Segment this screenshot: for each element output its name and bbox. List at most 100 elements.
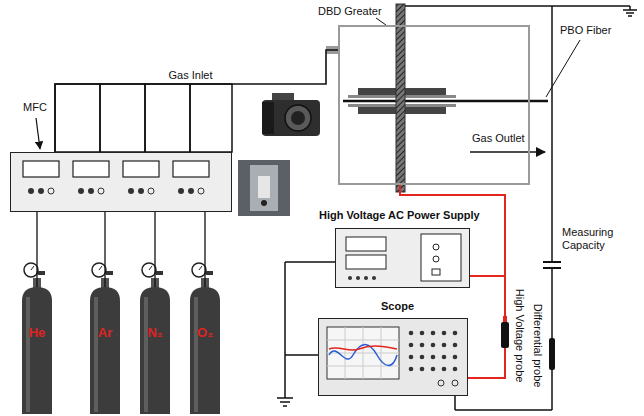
pressure-gauge	[24, 263, 38, 277]
control-knob	[28, 188, 34, 194]
ground-symbol	[280, 401, 290, 403]
cylinder-valve	[156, 271, 163, 275]
gas-cylinder: O₂	[190, 287, 220, 414]
control-knob	[420, 343, 425, 348]
flow-display	[123, 161, 159, 177]
control-knob	[442, 331, 447, 336]
gauge-needle	[31, 266, 34, 270]
gas-channel	[55, 84, 100, 152]
measure-wire	[455, 409, 552, 411]
control-knob	[48, 188, 54, 194]
control-knob	[420, 331, 425, 336]
probe-tip	[503, 316, 507, 322]
ground-symbol	[628, 15, 632, 17]
leader-arrow	[36, 118, 40, 149]
control-knob	[98, 188, 104, 194]
ground-symbol	[623, 9, 637, 11]
node-shape	[22, 287, 52, 414]
control-knob	[356, 276, 360, 280]
camera-body	[262, 100, 320, 136]
control-knob	[88, 188, 94, 194]
cylinder-valve	[38, 271, 45, 275]
power-supply-box: High Voltage AC Power Supply	[335, 228, 470, 288]
gas-channel	[190, 84, 232, 152]
ground-wire	[285, 261, 335, 263]
cylinder-highlight	[144, 297, 148, 412]
control-knob	[148, 188, 154, 194]
output-switch	[432, 269, 440, 275]
control-knob	[409, 355, 414, 360]
output-socket	[433, 244, 439, 250]
control-knob	[372, 276, 376, 280]
cylinder-valve	[206, 271, 213, 275]
ground-wire	[284, 262, 286, 398]
control-knob	[431, 367, 436, 372]
control-knob	[198, 188, 204, 194]
control-knob	[442, 367, 447, 372]
part-label: Gas Outlet	[472, 132, 525, 145]
high-voltage-probe-symbol	[501, 322, 509, 348]
pressure-gauge	[192, 263, 206, 277]
cylinder-body	[190, 287, 220, 414]
output-panel	[421, 234, 461, 281]
node-shape	[140, 287, 170, 414]
gas-channel	[145, 84, 190, 152]
control-knob	[38, 188, 44, 194]
leader-line	[376, 18, 386, 25]
control-knob	[442, 343, 447, 348]
node-shape	[340, 27, 528, 183]
control-knob	[420, 355, 425, 360]
mass-flow-controller: MFC	[10, 152, 232, 212]
pressure-gauge	[92, 263, 106, 277]
ground-wire	[405, 5, 630, 7]
part-label: Measuring Capacity	[562, 226, 636, 252]
control-knob	[431, 355, 436, 360]
gauge-needle	[99, 266, 102, 270]
current-display	[346, 255, 386, 269]
gas-line	[204, 212, 205, 287]
flow-display	[23, 161, 59, 177]
gas-cylinder: N₂	[140, 287, 170, 414]
control-knob	[420, 367, 425, 372]
electrode-rod	[396, 4, 405, 192]
gas-line	[154, 212, 155, 287]
cylinder-valve	[106, 271, 113, 275]
control-knob	[188, 188, 194, 194]
control-knob	[431, 343, 436, 348]
leader-line	[546, 40, 580, 97]
cylinder-body	[90, 287, 120, 414]
cylinder-highlight	[26, 297, 30, 412]
control-knob	[409, 367, 414, 372]
dbd-chamber: DBD Greater	[338, 25, 530, 185]
gas-line	[36, 212, 37, 287]
control-knob	[453, 355, 458, 360]
oscilloscope-box: Scope	[318, 318, 468, 396]
control-knob	[453, 343, 458, 348]
probe-input	[438, 380, 444, 386]
gas-line	[55, 50, 338, 152]
gas-line	[104, 212, 105, 287]
output-socket	[433, 256, 439, 262]
node-shape	[190, 287, 220, 414]
node-shape	[90, 287, 120, 414]
node-shape	[336, 229, 468, 286]
capacitor-symbol	[543, 267, 561, 269]
ground-symbol	[283, 405, 287, 407]
control-knob	[138, 188, 144, 194]
node-shape	[11, 153, 230, 210]
control-knob	[431, 331, 436, 336]
pressure-gauge	[142, 263, 156, 277]
scope-screen	[327, 327, 399, 379]
gas-name: N₂	[147, 325, 162, 341]
voltage-display	[346, 237, 386, 251]
node-shape	[319, 319, 466, 394]
cylinder-body	[140, 287, 170, 414]
control-knob	[178, 188, 184, 194]
cylinder-highlight	[194, 297, 198, 412]
device-label: High Voltage AC Power Supply	[319, 209, 480, 222]
control-knob	[78, 188, 84, 194]
gas-cylinder: Ar	[90, 287, 120, 414]
cylinder-highlight	[94, 297, 98, 412]
waveform	[329, 346, 397, 350]
